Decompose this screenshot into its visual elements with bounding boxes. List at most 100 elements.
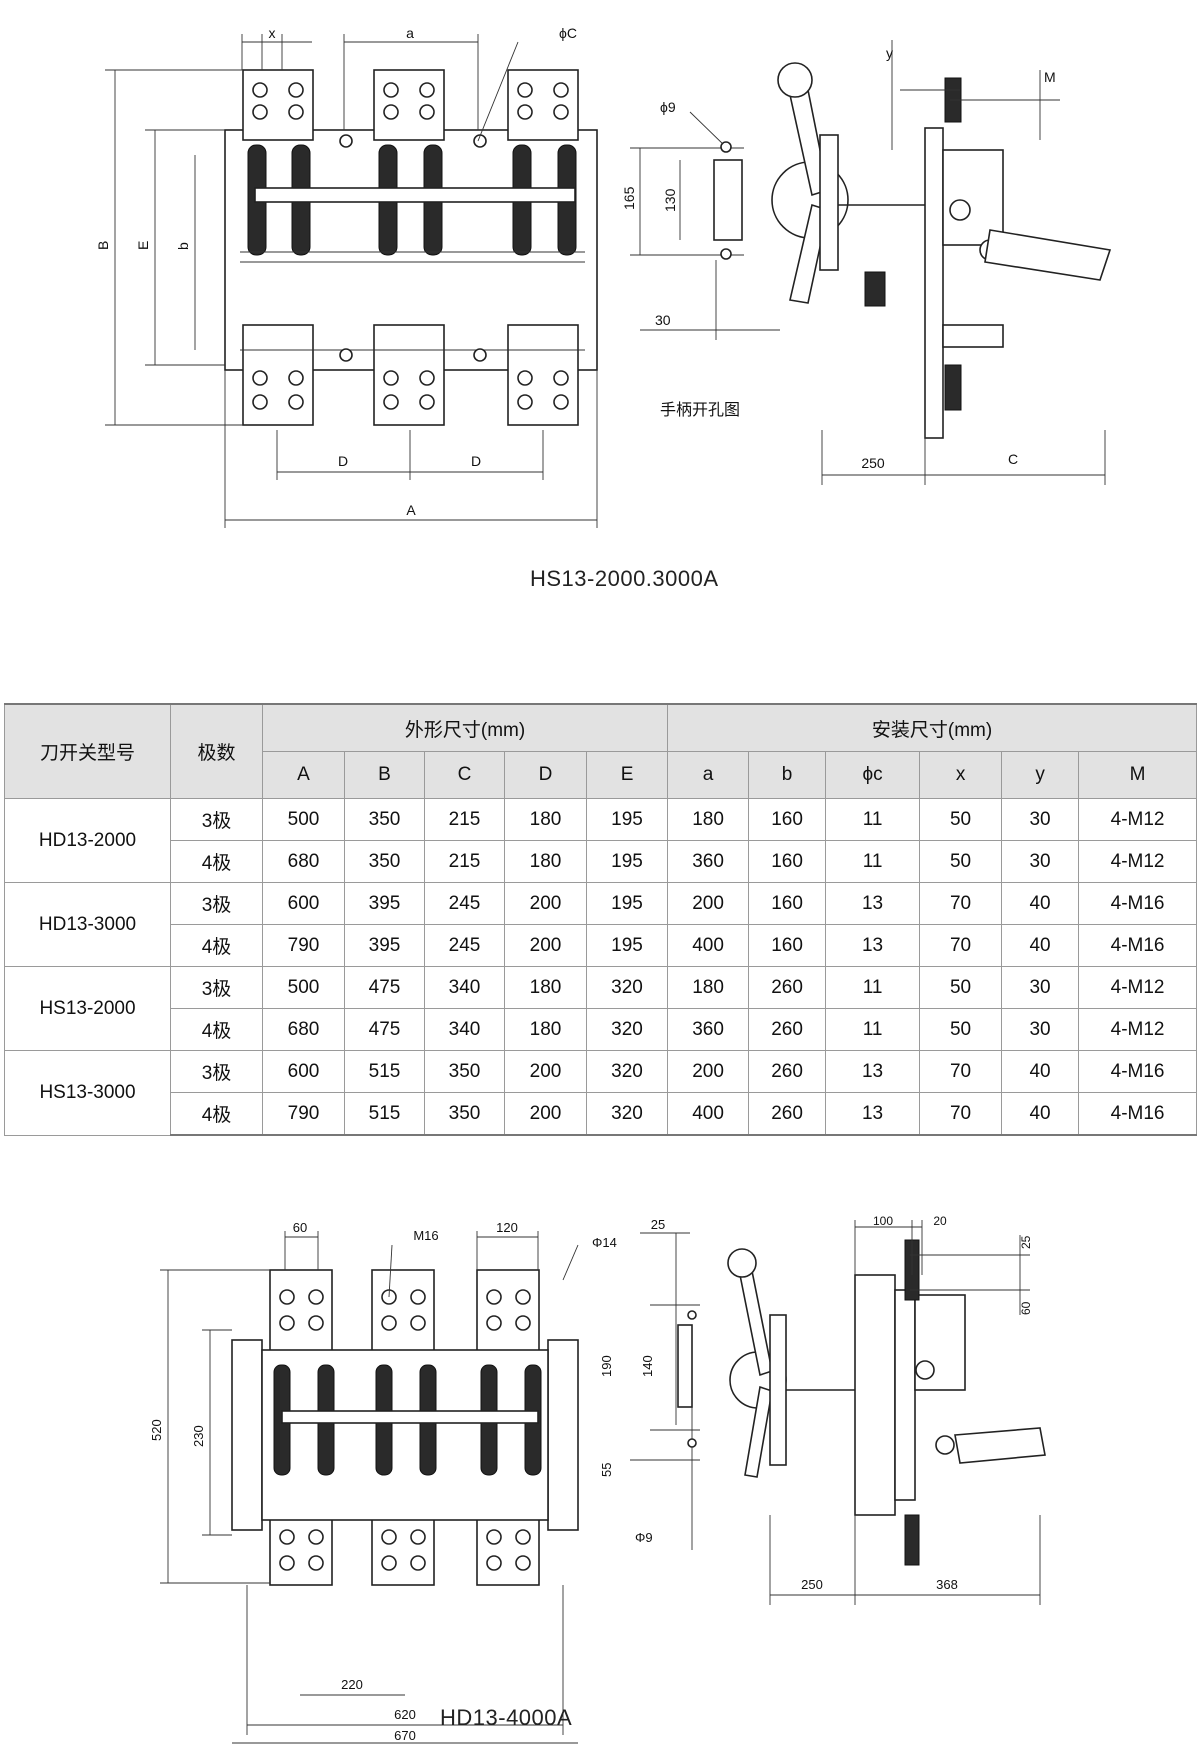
value-cell: 40 (1001, 1050, 1080, 1093)
value-cell: 400 (667, 924, 750, 967)
value-cell: 4-M16 (1078, 1092, 1198, 1136)
value-cell: 4-M16 (1078, 1050, 1198, 1093)
dim-25-right: 25 (1019, 1235, 1033, 1249)
dim-A: A (406, 502, 416, 518)
table-header-row: 刀开关型号 极数 外形尺寸(mm) 安装尺寸(mm) (4, 703, 1198, 799)
value-cell: 40 (1001, 882, 1080, 925)
dim-a: a (406, 25, 414, 41)
dim-520: 520 (149, 1419, 164, 1441)
value-cell: 200 (504, 924, 587, 967)
dim-60: 60 (293, 1220, 307, 1235)
value-cell: 70 (919, 1050, 1003, 1093)
dim-phi9: Φ9 (635, 1530, 653, 1545)
operating-shaft (281, 1410, 539, 1424)
value-cell: 400 (667, 1092, 750, 1136)
top-drawing-caption: HS13-2000.3000A (530, 566, 719, 591)
value-cell: 195 (585, 840, 669, 883)
value-cell: 320 (585, 1092, 669, 1136)
dim-y: y (886, 45, 893, 61)
value-cell: 215 (424, 840, 505, 883)
value-cell: 4-M12 (1078, 840, 1198, 883)
clamp-bolts (240, 251, 585, 351)
value-cell: 215 (424, 798, 505, 841)
dim-E: E (135, 241, 151, 250)
value-cell: 320 (585, 1008, 669, 1051)
value-cell: 160 (748, 840, 827, 883)
header-model: 刀开关型号 (4, 703, 171, 799)
value-cell: 395 (344, 924, 425, 967)
value-cell: 11 (825, 966, 921, 1009)
value-cell: 70 (919, 882, 1003, 925)
value-cell: 360 (667, 1008, 750, 1051)
value-cell: 4-M12 (1078, 966, 1198, 1009)
value-cell: 70 (919, 1092, 1003, 1136)
mounting-hole (339, 134, 353, 148)
poles-cell: 4极 (170, 840, 263, 883)
value-cell: 790 (262, 1092, 345, 1136)
dim-220: 220 (341, 1677, 363, 1692)
handle-cutout-label: 手柄开孔图 (660, 401, 740, 419)
dim-phi-c: ϕC (559, 25, 577, 41)
value-cell: 180 (667, 966, 750, 1009)
value-cell: 200 (667, 1050, 750, 1093)
col-phic: ϕc (825, 751, 921, 799)
value-cell: 245 (424, 924, 505, 967)
col-E: E (585, 751, 669, 799)
value-cell: 30 (1001, 966, 1080, 1009)
dim-250: 250 (861, 455, 885, 471)
poles-cell: 3极 (170, 798, 263, 841)
value-cell: 260 (748, 966, 827, 1009)
dim-120: 120 (496, 1220, 518, 1235)
col-b: b (748, 751, 827, 799)
value-cell: 4-M12 (1078, 798, 1198, 841)
col-A: A (262, 751, 345, 799)
value-cell: 160 (748, 924, 827, 967)
value-cell: 500 (262, 966, 345, 1009)
dimension-lines (105, 34, 598, 528)
value-cell: 600 (262, 882, 345, 925)
value-cell: 180 (504, 798, 587, 841)
side-view (727, 1239, 1046, 1566)
value-cell: 11 (825, 1008, 921, 1051)
poles-cell: 3极 (170, 966, 263, 1009)
poles-cell: 3极 (170, 1050, 263, 1093)
table-subheader-row: A B C D E a b ϕc x y M (5, 751, 1198, 799)
value-cell: 11 (825, 840, 921, 883)
value-cell: 40 (1001, 924, 1080, 967)
col-y: y (1001, 751, 1080, 799)
col-a: a (667, 751, 750, 799)
spec-table: 刀开关型号 极数 外形尺寸(mm) 安装尺寸(mm) A B C D E a b… (4, 703, 1198, 1136)
value-cell: 160 (748, 798, 827, 841)
value-cell: 11 (825, 798, 921, 841)
dim-230: 230 (191, 1425, 206, 1447)
dim-M16: M16 (413, 1228, 438, 1243)
value-cell: 200 (504, 882, 587, 925)
value-cell: 30 (1001, 1008, 1080, 1051)
value-cell: 260 (748, 1092, 827, 1136)
value-cell: 195 (585, 882, 669, 925)
dim-60-right: 60 (1019, 1301, 1033, 1315)
value-cell: 70 (919, 924, 1003, 967)
dim-D-right: D (471, 453, 481, 469)
dim-D-left: D (338, 453, 348, 469)
model-cell: HS13-3000 (4, 1050, 171, 1136)
value-cell: 350 (344, 798, 425, 841)
model-cell: HD13-2000 (4, 798, 171, 883)
dim-100: 100 (873, 1215, 893, 1228)
value-cell: 340 (424, 1008, 505, 1051)
col-x: x (919, 751, 1003, 799)
value-cell: 50 (919, 840, 1003, 883)
poles-cell: 4极 (170, 924, 263, 967)
value-cell: 680 (262, 1008, 345, 1051)
value-cell: 50 (919, 798, 1003, 841)
header-poles: 极数 (170, 703, 263, 799)
col-C: C (424, 751, 505, 799)
value-cell: 790 (262, 924, 345, 967)
dim-x: x (269, 25, 276, 41)
value-cell: 30 (1001, 840, 1080, 883)
